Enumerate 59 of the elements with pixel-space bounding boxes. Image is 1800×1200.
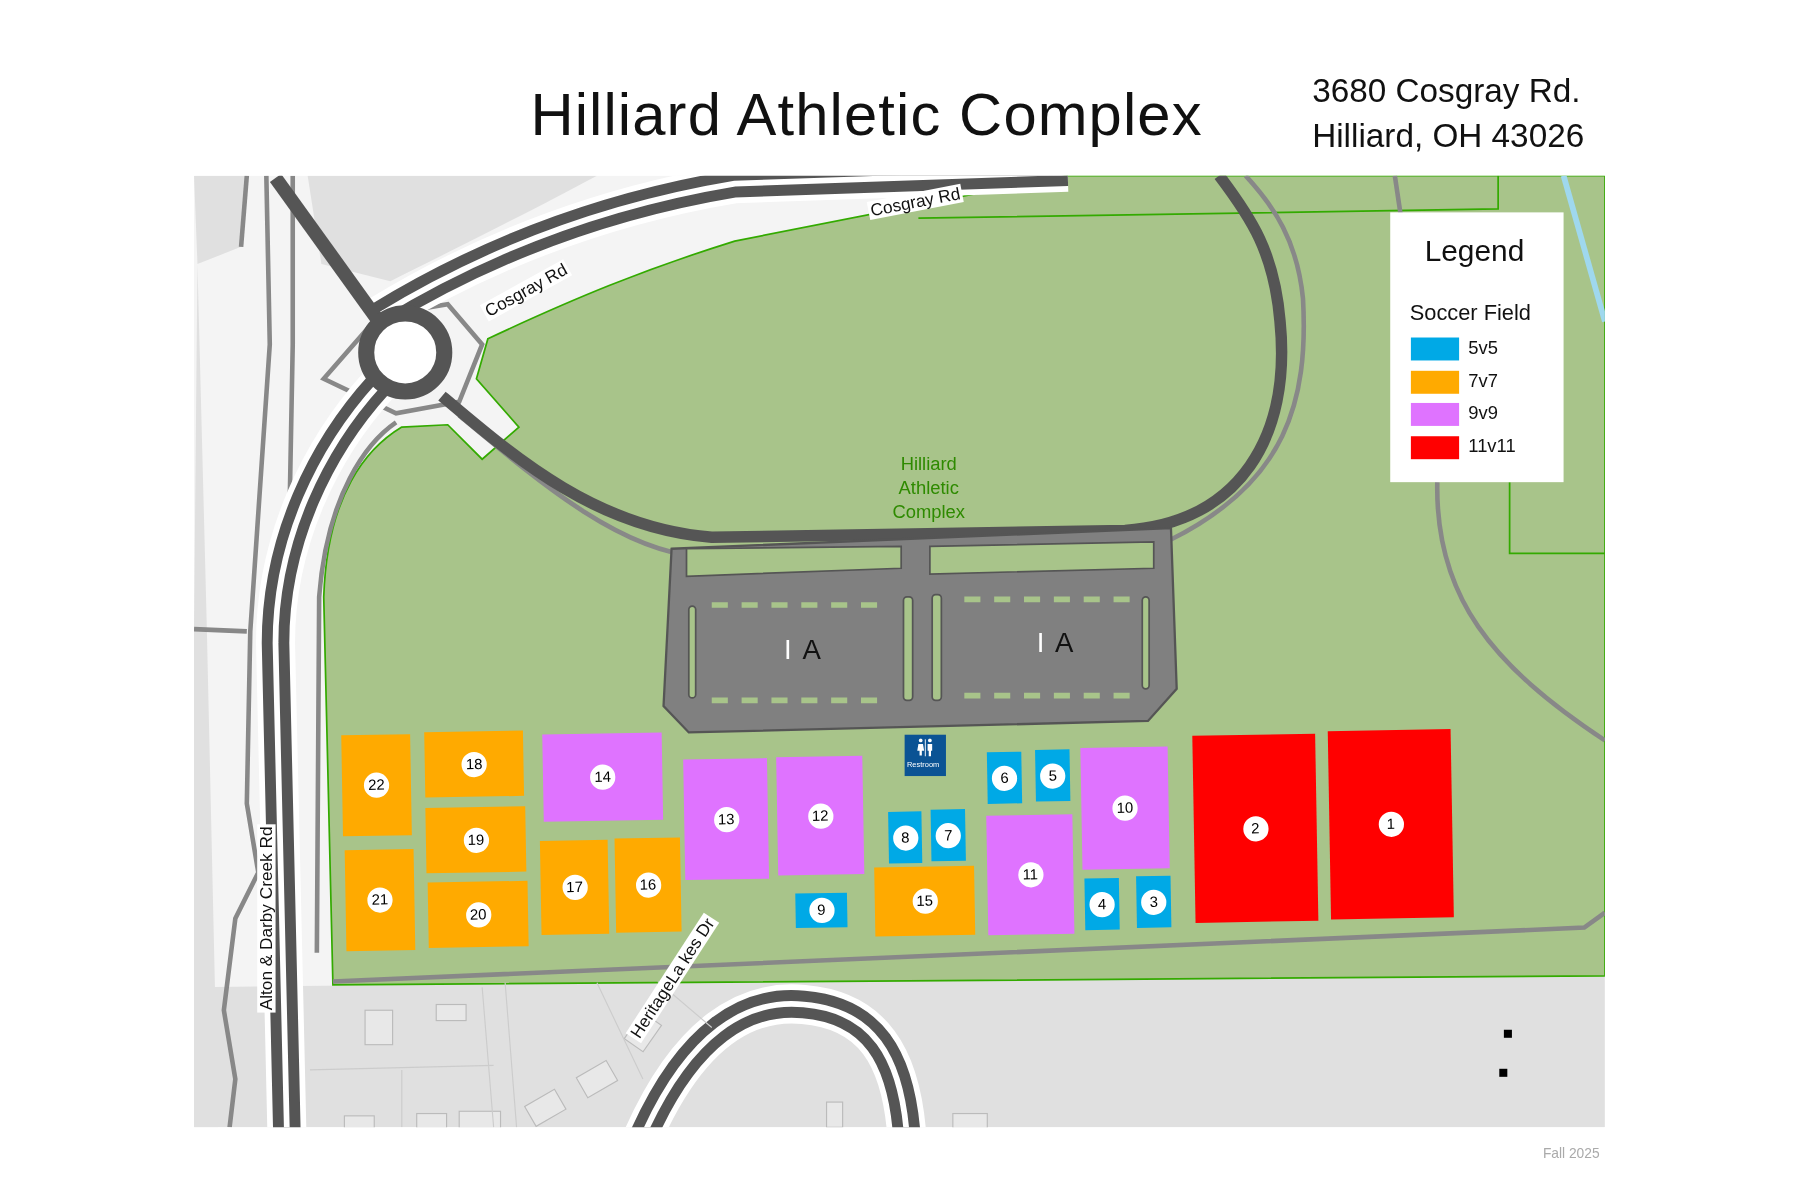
field-number: 10 (1112, 795, 1138, 822)
soccer-field (1084, 877, 1120, 931)
parking-marker: I (784, 633, 792, 666)
soccer-field (1327, 729, 1454, 920)
field-number: 5 (1039, 762, 1066, 789)
map-title: Hilliard Athletic Complex (530, 80, 1203, 150)
field-number: 8 (892, 824, 919, 851)
soccer-field (614, 837, 682, 933)
parking-marker: I (1036, 626, 1045, 659)
field-number: 11 (1017, 861, 1044, 888)
field-number: 15 (911, 888, 938, 915)
parking-marker: A (1055, 626, 1074, 659)
field-number: 14 (589, 764, 616, 791)
soccer-field (888, 811, 923, 864)
soccer-field (874, 865, 976, 937)
field-number: 1 (1377, 811, 1404, 838)
soccer-field (683, 758, 770, 881)
field-number: 17 (561, 874, 588, 901)
soccer-field (344, 848, 416, 952)
soccer-field (930, 809, 966, 862)
soccer-field (1080, 746, 1170, 870)
field-number: 16 (635, 872, 661, 898)
soccer-field (795, 892, 848, 929)
legend-label: 11v11 (1468, 435, 1516, 457)
legend-label: 7v7 (1468, 370, 1498, 391)
field-number: 20 (465, 901, 491, 928)
field-number: 9 (808, 897, 835, 924)
soccer-field (986, 814, 1075, 936)
field-number: 3 (1140, 888, 1167, 915)
legend-subtitle: Soccer Field (1409, 300, 1531, 327)
soccer-field (427, 880, 529, 948)
parking-marker: A (802, 633, 821, 666)
field-number: 7 (935, 822, 962, 848)
soccer-field (341, 734, 412, 837)
soccer-field (1136, 875, 1172, 928)
field-number: 4 (1089, 891, 1115, 917)
soccer-field (542, 732, 664, 822)
field-number: 22 (363, 772, 390, 799)
field-number: 12 (807, 802, 834, 829)
field-number: 6 (991, 764, 1018, 791)
soccer-field (776, 755, 865, 876)
field-number: 19 (463, 826, 489, 853)
address-text: 3680 Cosgray Rd. Hilliard, OH 43026 (1312, 71, 1586, 156)
soccer-field (424, 730, 525, 798)
field-number: 21 (367, 887, 393, 913)
field-number: 2 (1242, 815, 1269, 842)
soccer-field (425, 806, 527, 874)
field-number: 18 (461, 751, 487, 777)
road-label: Alton & Darby Creek Rd (257, 824, 276, 1013)
soccer-field (1192, 733, 1319, 923)
date-note: Fall 2025 (1542, 1145, 1600, 1162)
legend-title: Legend (1424, 233, 1525, 269)
soccer-field (1035, 749, 1071, 802)
soccer-field (986, 751, 1023, 804)
legend-label: 9v9 (1468, 402, 1498, 424)
area-label: Hilliard Athletic Complex (891, 452, 966, 524)
soccer-field (539, 839, 610, 936)
legend-label: 5v5 (1468, 337, 1498, 359)
field-number: 13 (713, 806, 739, 832)
